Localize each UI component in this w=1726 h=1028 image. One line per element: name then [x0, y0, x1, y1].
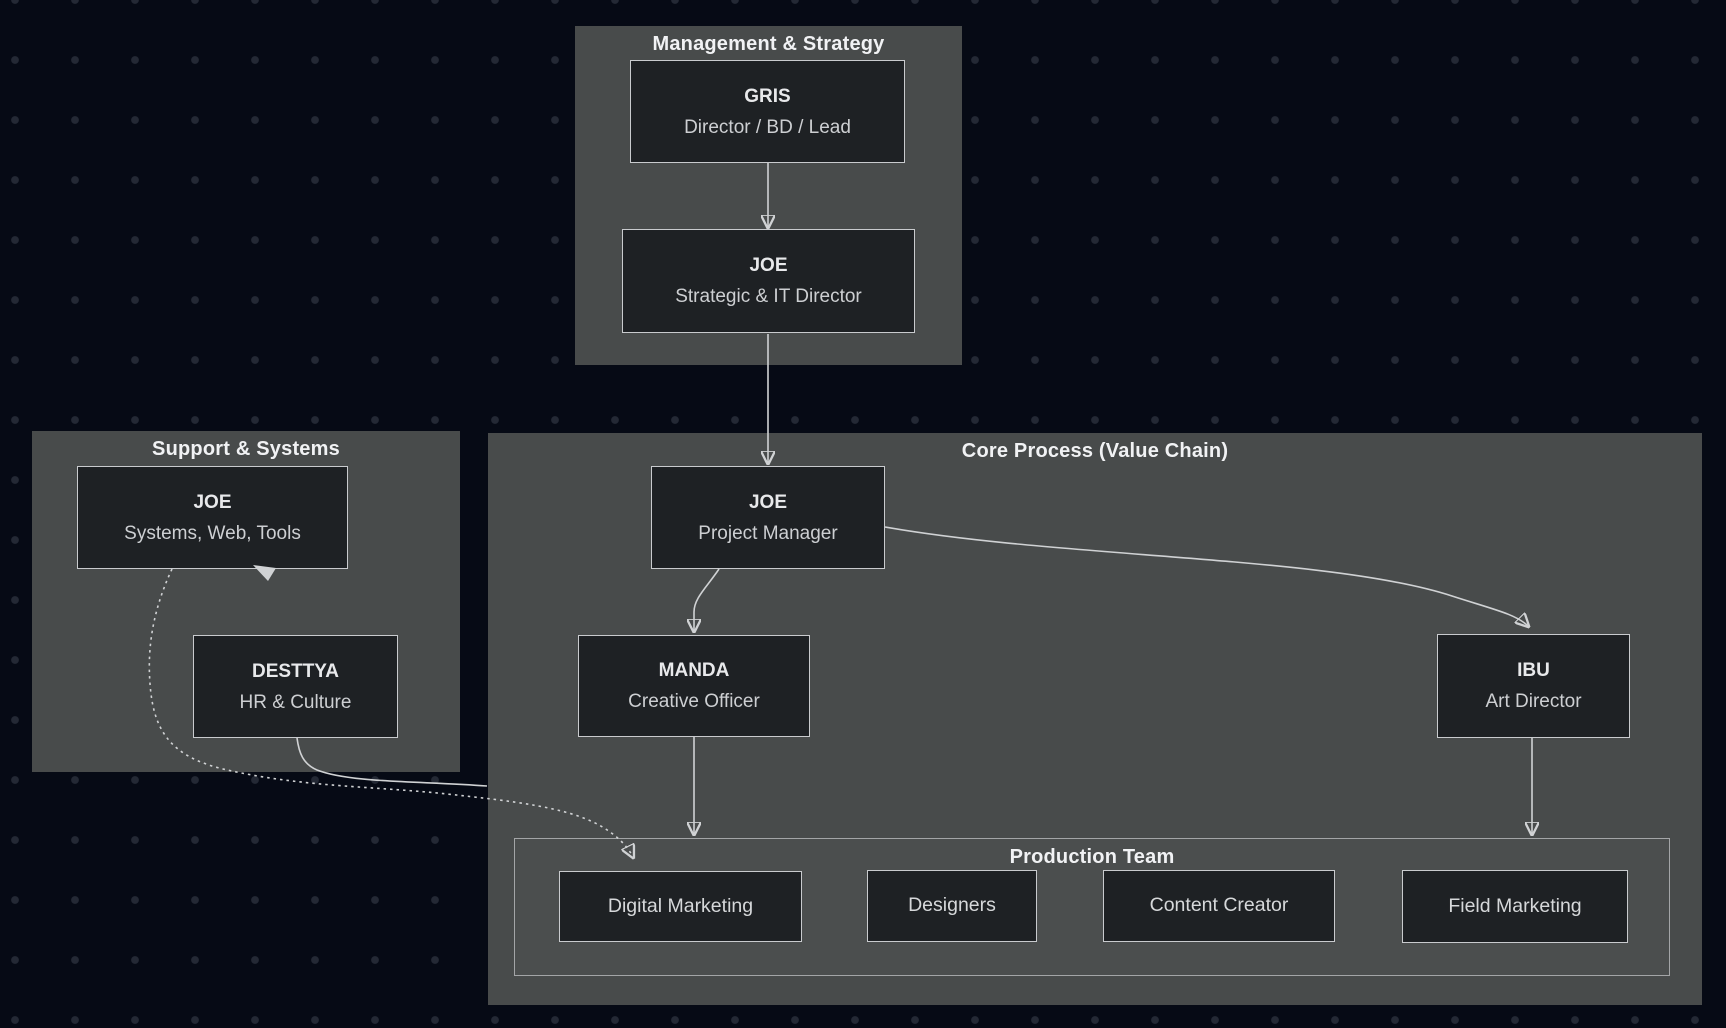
node-manda-subtitle: Creative Officer: [628, 691, 760, 712]
node-joe-pm: JOE Project Manager: [651, 466, 885, 569]
node-designers-label: Designers: [908, 894, 996, 917]
node-gris: GRIS Director / BD / Lead: [630, 60, 905, 163]
node-joe-pm-title: JOE: [748, 491, 788, 513]
cluster-management-title: Management & Strategy: [652, 33, 885, 55]
cluster-support-title: Support & Systems: [152, 438, 340, 460]
node-desttya: DESTTYA HR & Culture: [193, 635, 398, 738]
node-manda-title: MANDA: [658, 660, 730, 681]
node-content-creator-label: Content Creator: [1149, 894, 1289, 917]
cluster-production: Production Team: [514, 838, 1670, 976]
node-desttya-title: DESTTYA: [252, 660, 339, 682]
node-joe-strategic-title: JOE: [749, 255, 788, 276]
node-gris-title: GRIS: [744, 85, 791, 107]
node-ibu-title: IBU: [1517, 660, 1550, 681]
node-ibu-subtitle: Art Director: [1485, 691, 1582, 712]
cluster-core-title: Core Process (Value Chain): [961, 440, 1229, 462]
node-field-marketing-label: Field Marketing: [1448, 894, 1582, 917]
node-desttya-subtitle: HR & Culture: [239, 691, 352, 713]
node-joe-systems: JOE Systems, Web, Tools: [77, 466, 348, 569]
node-digital-marketing: Digital Marketing: [559, 871, 802, 942]
node-content-creator: Content Creator: [1103, 870, 1335, 942]
node-ibu: IBU Art Director: [1437, 634, 1630, 738]
node-joe-pm-subtitle: Project Manager: [698, 522, 838, 544]
node-joe-systems-title: JOE: [193, 491, 232, 513]
node-joe-strategic-subtitle: Strategic & IT Director: [675, 286, 862, 307]
cluster-production-title: Production Team: [1009, 846, 1175, 868]
node-joe-systems-subtitle: Systems, Web, Tools: [124, 522, 301, 544]
node-designers: Designers: [867, 870, 1037, 942]
node-field-marketing: Field Marketing: [1402, 870, 1628, 943]
node-manda: MANDA Creative Officer: [578, 635, 810, 737]
node-digital-marketing-label: Digital Marketing: [607, 894, 754, 917]
node-joe-strategic: JOE Strategic & IT Director: [622, 229, 915, 333]
node-gris-subtitle: Director / BD / Lead: [684, 116, 851, 138]
